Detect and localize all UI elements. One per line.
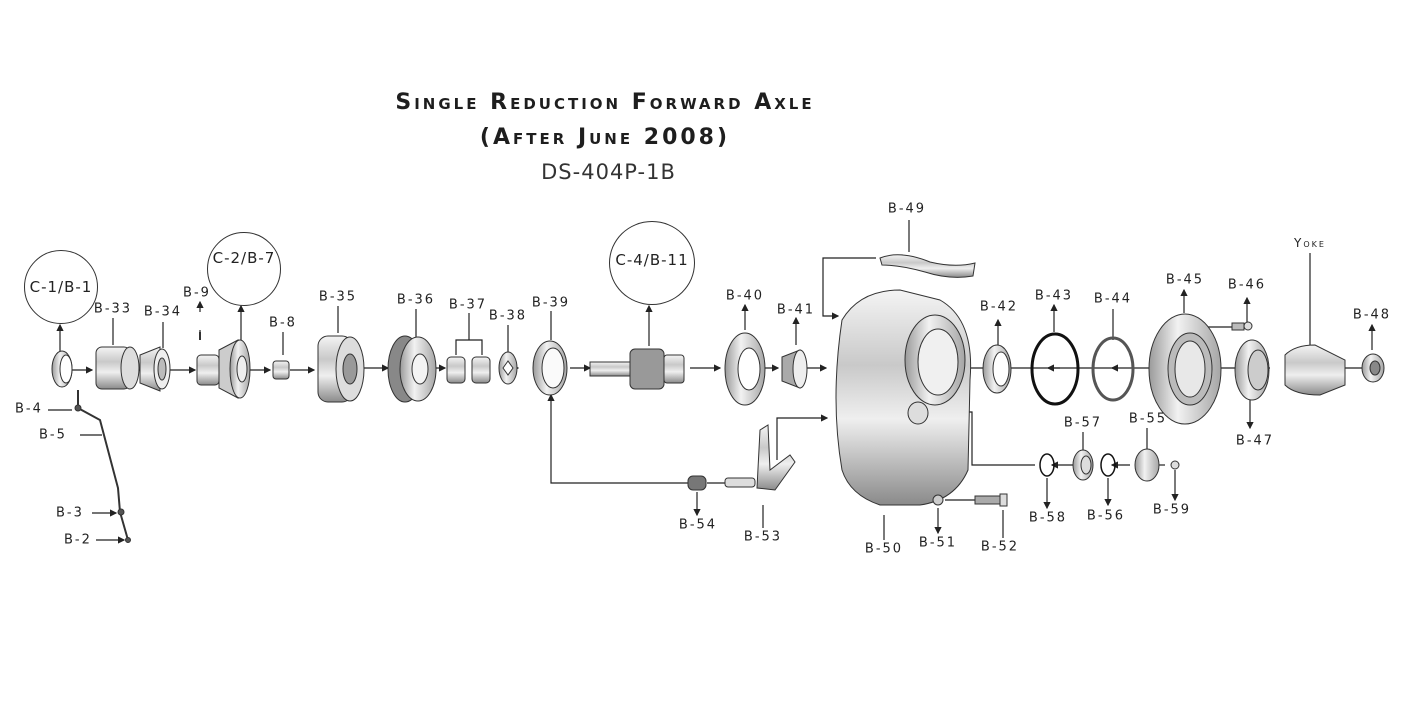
part-label-b3: B-3 (56, 505, 84, 521)
part-label-b48: B-48 (1352, 307, 1392, 323)
callout-c4[interactable]: C-4/B-11 (609, 221, 695, 305)
part-label-b40: B-40 (725, 288, 765, 304)
part-label-b51: B-51 (918, 535, 958, 551)
part-label-b8: B-8 (269, 315, 297, 331)
part-label-b2: B-2 (64, 532, 92, 548)
diagram-subtitle-date: (After June 2008) (479, 125, 731, 150)
part-label-b49: B-49 (887, 201, 927, 217)
part-label-b47: B-47 (1235, 433, 1275, 449)
part-label-b58: B-58 (1028, 510, 1068, 526)
part-label-b39: B-39 (531, 295, 571, 311)
part-label-b36: B-36 (396, 292, 436, 308)
part-label-yoke: Yoke (1294, 236, 1326, 250)
callout-c1[interactable]: C-1/B-1 (24, 250, 98, 324)
part-label-b50: B-50 (864, 541, 904, 557)
part-label-b53: B-53 (743, 529, 783, 545)
part-label-b43: B-43 (1034, 288, 1074, 304)
diagram-title: Single Reduction Forward Axle (395, 90, 815, 115)
part-label-b33: B-33 (93, 301, 133, 317)
part-label-b9: B-9 (183, 285, 211, 301)
diagram-part-number: DS-404P-1B (541, 160, 676, 184)
part-label-b34: B-34 (143, 304, 183, 320)
part-label-b42: B-42 (979, 299, 1019, 315)
part-label-b45: B-45 (1165, 272, 1205, 288)
part-label-b35: B-35 (318, 289, 358, 305)
callout-c4-label: C-4/B-11 (615, 250, 689, 269)
part-label-b5: B-5 (39, 427, 67, 443)
part-label-b59: B-59 (1152, 502, 1192, 518)
callout-c2-label: C-2/B-7 (212, 249, 276, 268)
part-label-b44: B-44 (1093, 291, 1133, 307)
part-label-b55: B-55 (1128, 411, 1168, 427)
part-label-b4: B-4 (15, 401, 43, 417)
part-label-b38: B-38 (488, 308, 528, 324)
callout-c1-label: C-1/B-1 (29, 278, 93, 296)
callout-c2[interactable]: C-2/B-7 (207, 232, 281, 306)
part-label-b54: B-54 (678, 517, 718, 533)
part-label-b46: B-46 (1227, 277, 1267, 293)
part-label-b52: B-52 (980, 539, 1020, 555)
part-label-b56: B-56 (1086, 508, 1126, 524)
part-label-b41: B-41 (776, 302, 816, 318)
part-label-b37: B-37 (448, 297, 488, 313)
part-label-b57: B-57 (1063, 415, 1103, 431)
